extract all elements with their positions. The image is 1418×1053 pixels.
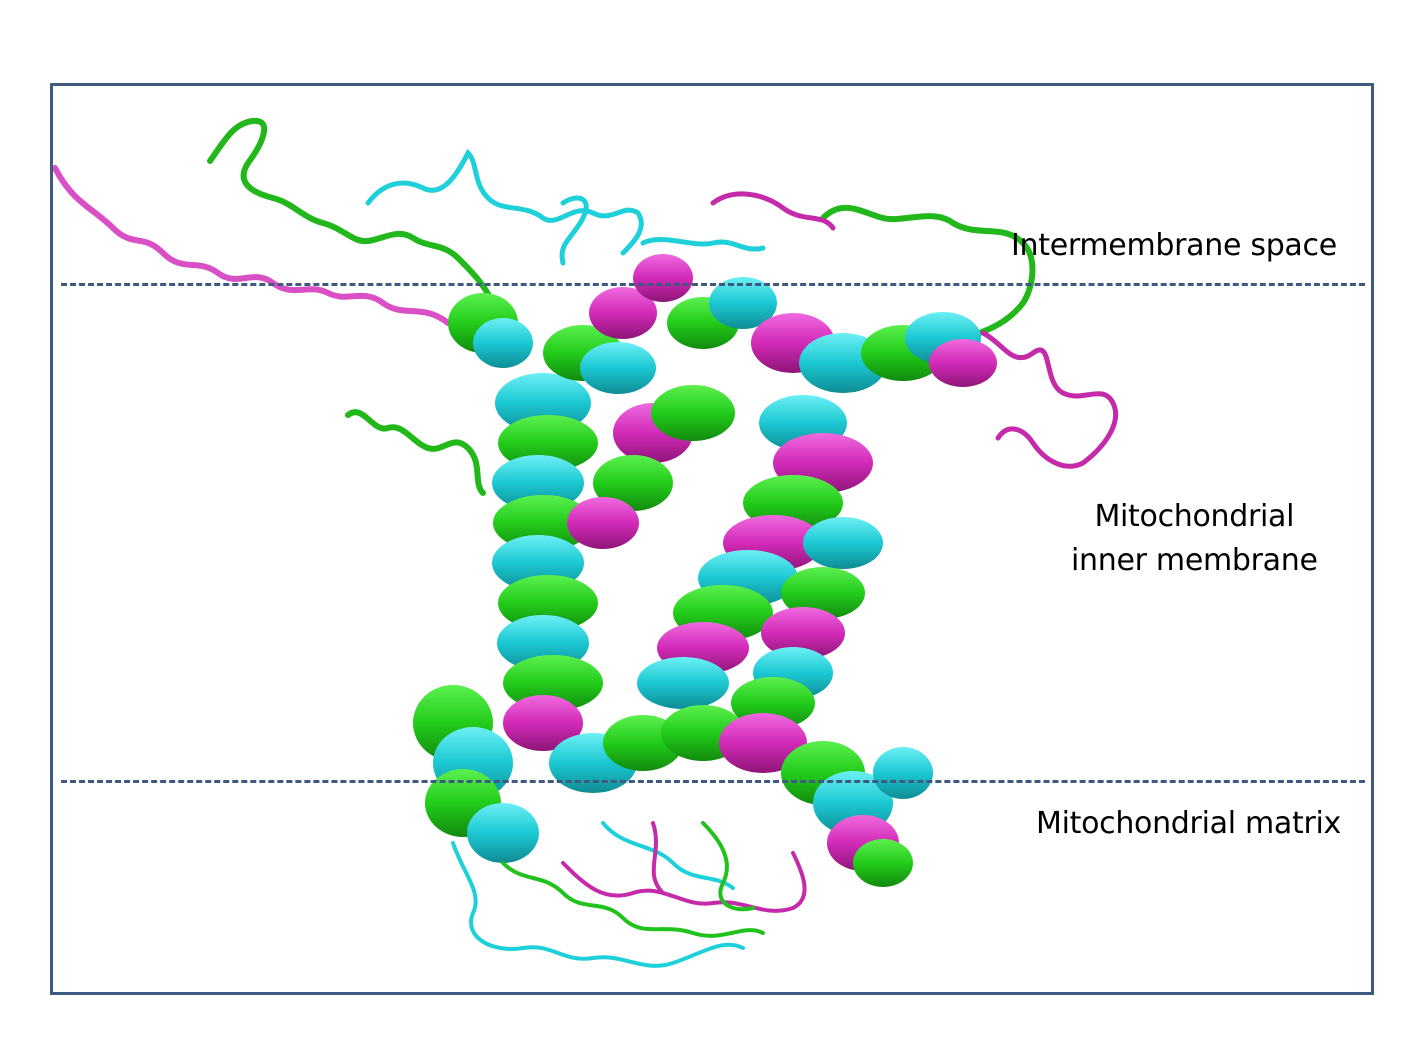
loops-matrix	[451, 821, 807, 968]
helix-bundle-core	[413, 254, 997, 887]
loop-magenta-cterm	[710, 191, 1119, 469]
label-inner-membrane-line2: inner membrane	[1071, 542, 1318, 578]
label-inner-membrane-line1: Mitochondrial	[1094, 499, 1295, 534]
helix-left-stack	[492, 373, 603, 711]
label-mitochondrial-matrix: Mitochondrial matrix	[1036, 806, 1341, 841]
loop-green-nterm	[207, 117, 1036, 496]
upper-membrane-boundary	[61, 283, 1365, 286]
diagram-frame: Intermembrane space Mitochondrial inner …	[50, 83, 1374, 995]
helix-diagonal	[567, 385, 883, 729]
helix-top-row	[448, 254, 997, 394]
label-inner-membrane: Mitochondrial inner membrane	[1071, 495, 1318, 582]
helix-bottom-cluster	[413, 685, 933, 887]
lower-membrane-boundary	[61, 780, 1365, 783]
label-intermembrane-space: Intermembrane space	[1011, 228, 1337, 263]
loop-cyan-nterm	[365, 148, 766, 266]
superimposed-protein-structures	[53, 117, 1119, 968]
loop-magenta-nterm	[53, 165, 451, 326]
